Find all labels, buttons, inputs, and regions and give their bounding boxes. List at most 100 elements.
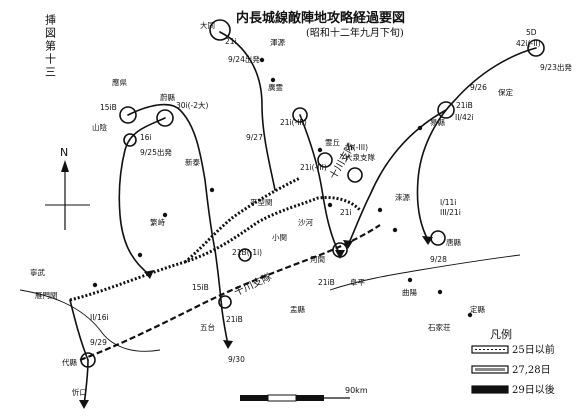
scale-label: 90km: [345, 386, 368, 395]
place-daixian: 代縣: [62, 357, 77, 367]
unit-markers: [80, 19, 545, 368]
unit-label-21d: 21i(-III): [300, 163, 327, 172]
scale-bar: 90km: [240, 386, 368, 402]
route-datong: [219, 31, 276, 191]
unit-label-21ib-2: 21iB: [226, 315, 243, 324]
place-quyang: 曲陽: [402, 287, 417, 297]
place-xiaoguan: 小関: [272, 233, 287, 242]
place-tangxian: 唐縣: [446, 237, 461, 247]
place-pingxingguan: 平型関: [250, 198, 273, 207]
side-label: 挿図第十三: [44, 13, 57, 79]
place-weixian: 蔚縣: [160, 92, 175, 102]
route-west: [118, 117, 166, 276]
unit-label-i11: I/11i: [440, 198, 456, 207]
unit-label-1: 1i(-III): [346, 143, 368, 152]
unit-label-date-930: 9/30: [228, 355, 245, 364]
unit-label-iii21: III/21i: [440, 208, 461, 217]
unit-label-date-928: 9/28: [430, 255, 447, 264]
place-yingxian: 應県: [112, 77, 127, 87]
unit-label-5d: 5D: [526, 28, 537, 37]
route-yanmen: [69, 299, 89, 361]
place-lingqiu: 霊丘: [325, 138, 340, 147]
place-names: 大同 渾源 廣霊 蔚縣 霊丘 平型関 繁峙 雁門関 代縣 忻口 五台 淶源 易縣…: [30, 20, 513, 397]
unit-label-21b-ne: 21iB: [456, 101, 473, 110]
north-arrow: N: [45, 146, 90, 230]
place-baoding: 保定: [498, 87, 513, 97]
unit-label-15b: 15iB: [192, 283, 209, 292]
route-south: [214, 249, 229, 346]
unit-marker-center: [292, 107, 308, 123]
place-dingxian: 定縣: [470, 304, 485, 314]
unit-marker-nw2: [156, 109, 174, 127]
route-center: [299, 114, 341, 256]
unit-labels: 5D 42i(-II) 21iB II/42i 30i(-2大) 15iB 16…: [90, 28, 572, 364]
legend-item-2: 27,28日: [471, 365, 551, 376]
unit-marker-east: [527, 39, 545, 57]
unit-label-15: 15iB: [100, 103, 117, 112]
route-east: [416, 47, 537, 241]
unit-label-date-929: 9/29: [90, 338, 107, 347]
unit-label-21-center: 21i: [225, 37, 237, 46]
place-shanyin: 山陰: [92, 122, 107, 132]
unit-label-date-926: 9/26: [470, 83, 487, 92]
unit-marker-ne: [437, 101, 455, 119]
unit-marker-nw1: [119, 106, 137, 124]
unit-marker-s2: [218, 295, 232, 309]
legend-item-1: 25日以前: [471, 343, 555, 356]
unit-marker-c5: [430, 230, 446, 246]
unit-label-date-923: 9/23出発: [540, 62, 572, 72]
place-guangling: 廣霊: [268, 82, 283, 92]
unit-marker-c3: [347, 167, 363, 183]
north-label: N: [60, 146, 68, 159]
unit-label-21ib: 21iB: [318, 278, 335, 287]
river-2: [329, 254, 521, 291]
place-yanmen: 雁門関: [35, 291, 58, 300]
unit-label-ii16: II/16i: [90, 313, 109, 322]
unit-label-21e: 21i: [340, 208, 352, 217]
unit-label-21c: 21i(-III): [280, 118, 307, 127]
unit-label-date-924: 9/24出発: [228, 54, 260, 64]
legend: 凡例 25日以前 27,28日 29日以後: [471, 327, 555, 396]
place-fuping: 阜平: [350, 277, 365, 287]
place-xintai: 新泰: [185, 157, 200, 167]
unit-label-date-927: 9/27: [246, 133, 263, 142]
route-nw: [127, 103, 216, 251]
unit-label-30: 30i(-2大): [176, 100, 209, 110]
map-title: 内長城線敵陣地攻略経過要図: [236, 10, 405, 26]
place-hunyuan: 渾源: [270, 37, 285, 47]
unit-label-date-925: 9/25出発: [140, 147, 172, 157]
unit-marker-s1: [238, 248, 252, 262]
branch-label-1: 十川支隊: [232, 270, 274, 299]
river-1: [19, 289, 161, 352]
legend-label-1: 25日以前: [512, 343, 555, 356]
place-laiyuan: 淶源: [395, 192, 410, 202]
great-wall-line: [69, 196, 362, 302]
unit-label-1b: 大泉支隊: [345, 152, 375, 162]
unit-label-16: 16i: [140, 133, 152, 142]
unit-label-21b-1: 21B(-1i): [232, 248, 262, 257]
unit-label-42: 42i(-II): [516, 39, 541, 48]
place-yuxian: 盂縣: [290, 304, 305, 314]
place-shahe: 沙河: [298, 218, 313, 227]
place-fanzhi: 繁峙: [150, 217, 165, 227]
legend-item-3: 29日以後: [471, 383, 555, 396]
unit-marker-c2: [317, 152, 333, 168]
unit-marker-datong: [209, 19, 231, 41]
legend-label-3: 29日以後: [512, 383, 555, 396]
place-wutai: 五台: [200, 322, 215, 332]
map-subtitle: (昭和十二年九月下旬): [306, 26, 404, 39]
place-xinkou: 忻口: [72, 387, 87, 397]
arrowheads: [79, 236, 433, 409]
place-hejian: 河間: [310, 255, 325, 264]
legend-label-2: 27,28日: [512, 365, 551, 376]
unit-marker-c4: [332, 242, 348, 258]
unit-marker-nw3: [123, 133, 137, 147]
legend-title: 凡例: [490, 327, 512, 341]
place-ningwu: 寧武: [30, 267, 45, 277]
unit-marker-sw: [80, 352, 96, 368]
place-datong: 大同: [200, 20, 215, 30]
place-yixian: 易縣: [430, 117, 445, 127]
town-markers: [92, 57, 473, 318]
route-ne: [347, 109, 447, 246]
